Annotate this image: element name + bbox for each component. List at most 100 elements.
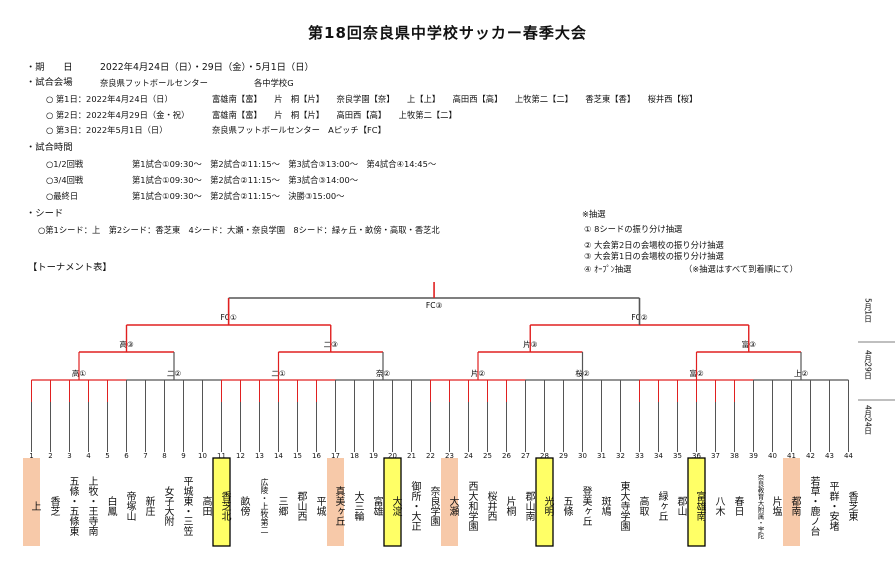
date-label: 4月24日 [864,405,873,435]
date-label: 5月1日 [864,298,873,324]
team-number: 39 [749,452,758,460]
team-number: 16 [312,452,321,460]
lot-label: ※抽選 [582,209,606,219]
team-name: 三郷 [276,496,287,516]
team-name: 帝塚山 [124,491,135,521]
lot-note: （※抽選はすべて到着順にて） [684,264,798,274]
venue-label: ・試合会場 [26,77,73,88]
team-name: 奈良教育大附属・宇陀 [756,473,764,539]
team-name: 緑ヶ丘 [656,491,667,521]
team-highlight [536,458,553,546]
team-number: 12 [236,452,245,460]
final-label: FC③ [426,301,443,310]
team-name: 平城 [314,496,325,516]
team-name: 郡山西 [295,491,306,521]
team-name: 上牧・王寺南 [86,476,97,536]
team-name: 若草・鹿ノ台 [808,476,819,536]
team-name: 広陵・上牧第二 [260,478,269,534]
team-name: 春日 [732,496,743,516]
team-number: 17 [331,452,340,460]
time2-value: 第1試合①09:30～ 第2試合②11:15～ 第3試合③14:00～ [132,175,359,185]
team-name: 香芝 [48,496,59,516]
team-name: 大瀬 [447,496,458,516]
team-name: 平城東・三笠 [181,476,192,536]
lot-item-2: ② 大会第2日の会場校の振り分け抽選 [584,240,724,250]
team-number: 23 [445,452,454,460]
tournament-label: 【トーナメント表】 [28,262,112,273]
team-number: 8 [162,452,167,460]
team-number: 1 [29,452,34,460]
team-name: 都南 [789,496,800,516]
team-number: 27 [521,452,530,460]
period-label: ・期 日 [26,62,73,73]
time-label: ・試合時間 [26,142,73,153]
team-number: 5 [105,452,110,460]
team-name: 高取 [637,496,648,516]
team-number: 44 [844,452,853,460]
team-box [687,457,706,547]
date-label: 4月29日 [864,350,873,380]
team-number: 6 [124,452,129,460]
team-name: 五條・五條東 [67,476,78,536]
team-number: 40 [768,452,777,460]
team-number: 10 [198,452,207,460]
team-number: 2 [48,452,53,460]
team-name: 香芝東 [846,491,857,521]
time3-label: ○最終日 [46,191,79,201]
team-number: 28 [540,452,549,460]
team-name: 上 [29,501,40,511]
team-name: 真美ヶ丘 [333,486,344,526]
team-name: 平群・安堵 [827,481,838,531]
team-name: 御所・大正 [409,481,420,531]
team-name: 高田 [200,496,211,516]
team-number: 13 [255,452,264,460]
team-number: 7 [143,452,148,460]
team-name: 白鳳 [105,496,116,516]
team-box [212,457,231,547]
venue-main: 奈良県フットボールセンター [100,78,208,88]
team-number: 11 [217,452,226,460]
team-name: 桜井西 [485,491,496,521]
time2-label: ○3/4回戦 [46,175,84,185]
team-number: 20 [388,452,397,460]
team-highlight [688,458,705,546]
team-name: 片塩 [770,496,781,516]
team-name: 畝傍 [238,496,249,516]
period-value: 2022年4月24日（日）・29日（金）・5月1日（日） [100,62,314,73]
team-name: 大淀 [390,496,401,516]
team-number: 43 [825,452,834,460]
team-name: 香芝北 [219,491,230,521]
day3-label: ○ 第3日：2022年5月1日（日） [46,125,168,135]
seed-value: ○第1シード：上 第2シード：香芝東 4シード：大瀬・奈良学園 8シード：緑ヶ丘… [38,225,440,235]
team-number: 18 [350,452,359,460]
team-name: 富雄 [371,496,382,516]
team-name: 五條 [561,496,572,516]
team-name: 郡山南 [523,491,534,521]
team-highlight [23,458,40,546]
team-name: 奈良学園 [428,486,439,526]
team-number: 35 [673,452,682,460]
lot-item-3: ③ 大会第1日の会場校の振り分け抽選 [584,251,724,261]
team-box [383,457,402,547]
team-box [535,457,554,547]
day2-label: ○ 第2日：2022年4月29日（金・祝） [46,110,190,120]
team-name: 富雄南 [694,491,705,521]
team-highlight [327,458,344,546]
team-highlight [441,458,458,546]
team-number: 37 [711,452,720,460]
team-number: 3 [67,452,72,460]
team-name: 光明 [542,496,553,516]
team-number: 34 [654,452,663,460]
day1-label: ○ 第1日：2022年4月24日（日） [46,94,173,104]
team-name: 登美ヶ丘 [580,486,591,526]
team-number: 25 [483,452,492,460]
team-name: 新庄 [143,496,154,516]
team-number: 21 [407,452,416,460]
seed-label: ・シード [26,208,64,219]
team-number: 29 [559,452,568,460]
team-name: 西大和学園 [466,481,477,531]
team-highlight [783,458,800,546]
team-name: 女子大附 [162,486,173,526]
team-number: 30 [578,452,587,460]
team-number: 32 [616,452,625,460]
